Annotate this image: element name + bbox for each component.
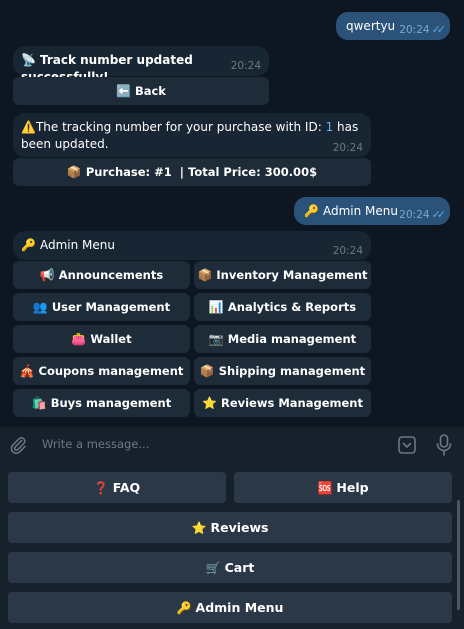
microphone-icon[interactable]	[436, 434, 452, 456]
admin-menu-button[interactable]: 🔑Admin Menu	[8, 592, 452, 623]
incoming-message[interactable]: 🔑Admin Menu 20:24	[13, 231, 371, 260]
wallet-button[interactable]: 👛Wallet	[13, 325, 190, 353]
message-text-end: has been updated.	[21, 120, 359, 151]
message-composer: Write a message...	[0, 426, 464, 463]
message-text: qwertyu	[346, 19, 396, 33]
back-button[interactable]: ⬅️Back	[13, 77, 269, 105]
question-mark-icon: ❓	[93, 480, 109, 495]
announcements-button[interactable]: 📢Announcements	[13, 261, 190, 289]
message-time: 20:24	[399, 209, 430, 221]
button-label: Buys management	[50, 396, 172, 410]
keyboard-scrollbar[interactable]	[457, 500, 460, 610]
outgoing-message[interactable]: 🔑Admin Menu 20:24✓✓	[294, 197, 450, 225]
button-label: Coupons management	[38, 364, 184, 378]
help-label: Help	[336, 480, 369, 495]
button-label: Reviews Management	[220, 396, 363, 410]
purchase-button[interactable]: 📦Purchase: #1 | Total Price: 300.00$	[13, 158, 371, 186]
coupons-management-button[interactable]: 🎪Coupons management	[13, 357, 190, 385]
satellite-icon: 📡	[21, 53, 36, 67]
bot-keyboard-toggle-icon[interactable]	[398, 436, 416, 454]
sos-icon: 🆘	[317, 480, 333, 495]
star-icon: ⭐	[191, 520, 207, 535]
cart-button[interactable]: 🛒Cart	[8, 552, 452, 583]
media-management-button[interactable]: 📷Media management	[194, 325, 371, 353]
reply-keyboard: ❓FAQ 🆘Help ⭐Reviews 🛒Cart 🔑Admin Menu	[0, 463, 464, 629]
buys-management-button[interactable]: 🛍️Buys management	[13, 389, 190, 417]
key-icon: 🔑	[21, 238, 36, 252]
message-time: 20:24	[230, 60, 261, 72]
help-button[interactable]: 🆘Help	[234, 472, 452, 503]
incoming-message[interactable]: ⚠️The tracking number for your purchase …	[13, 113, 371, 157]
message-input[interactable]: Write a message...	[42, 437, 150, 451]
message-time: 20:24	[332, 142, 363, 154]
key-icon: 🔑	[176, 600, 192, 615]
button-label: Wallet	[90, 332, 132, 346]
purchase-id: 1	[325, 120, 334, 134]
faq-label: FAQ	[112, 480, 141, 495]
button-label: User Management	[51, 300, 171, 314]
shipping-management-button[interactable]: 📦Shipping management	[194, 357, 371, 385]
read-checkmarks-icon: ✓✓	[431, 208, 447, 221]
incoming-message[interactable]: 📡Track number updated successfully! 20:2…	[13, 46, 269, 84]
cart-label: Cart	[224, 560, 255, 575]
message-text: Admin Menu	[39, 238, 115, 252]
purchase-button-label: Purchase: #1 | Total Price: 300.00$	[85, 165, 318, 179]
reviews-button[interactable]: ⭐Reviews	[8, 512, 452, 543]
package-icon: 📦	[66, 165, 82, 179]
chat-history: qwertyu 20:24✓✓ 📡Track number updated su…	[13, 12, 450, 417]
shopping-bags-icon: 🛍️	[31, 396, 47, 410]
button-label: Inventory Management	[216, 268, 368, 282]
package-icon: 📦	[197, 268, 213, 282]
package-icon: 📦	[199, 364, 215, 378]
purse-icon: 👛	[71, 332, 87, 346]
message-text: Admin Menu	[322, 204, 398, 218]
back-arrow-icon: ⬅️	[116, 84, 131, 98]
cart-icon: 🛒	[205, 560, 221, 575]
paperclip-icon[interactable]	[8, 435, 28, 455]
message-text-start: The tracking number for your purchase wi…	[35, 120, 326, 134]
analytics-reports-button[interactable]: 📊Analytics & Reports	[194, 293, 371, 321]
key-icon: 🔑	[304, 204, 319, 218]
read-checkmarks-icon: ✓✓	[431, 23, 447, 36]
reviews-management-button[interactable]: ⭐Reviews Management	[194, 389, 371, 417]
users-icon: 👥	[32, 300, 48, 314]
reviews-label: Reviews	[210, 520, 269, 535]
warning-icon: ⚠️	[21, 120, 36, 134]
star-icon: ⭐	[202, 396, 217, 410]
button-label: Analytics & Reports	[227, 300, 357, 314]
admin-menu-label: Admin Menu	[195, 600, 284, 615]
camera-icon: 📷	[208, 332, 224, 346]
faq-button[interactable]: ❓FAQ	[8, 472, 226, 503]
user-management-button[interactable]: 👥User Management	[13, 293, 190, 321]
button-label: Announcements	[58, 268, 164, 282]
button-label: Shipping management	[218, 364, 366, 378]
back-button-label: Back	[134, 84, 166, 98]
circus-tent-icon: 🎪	[19, 364, 35, 378]
button-label: Media management	[227, 332, 357, 346]
megaphone-icon: 📢	[39, 268, 55, 282]
inventory-management-button[interactable]: 📦Inventory Management	[194, 261, 371, 289]
message-time: 20:24	[399, 24, 430, 36]
message-time: 20:24	[332, 245, 363, 257]
outgoing-message[interactable]: qwertyu 20:24✓✓	[336, 12, 450, 40]
bar-chart-icon: 📊	[208, 300, 224, 314]
